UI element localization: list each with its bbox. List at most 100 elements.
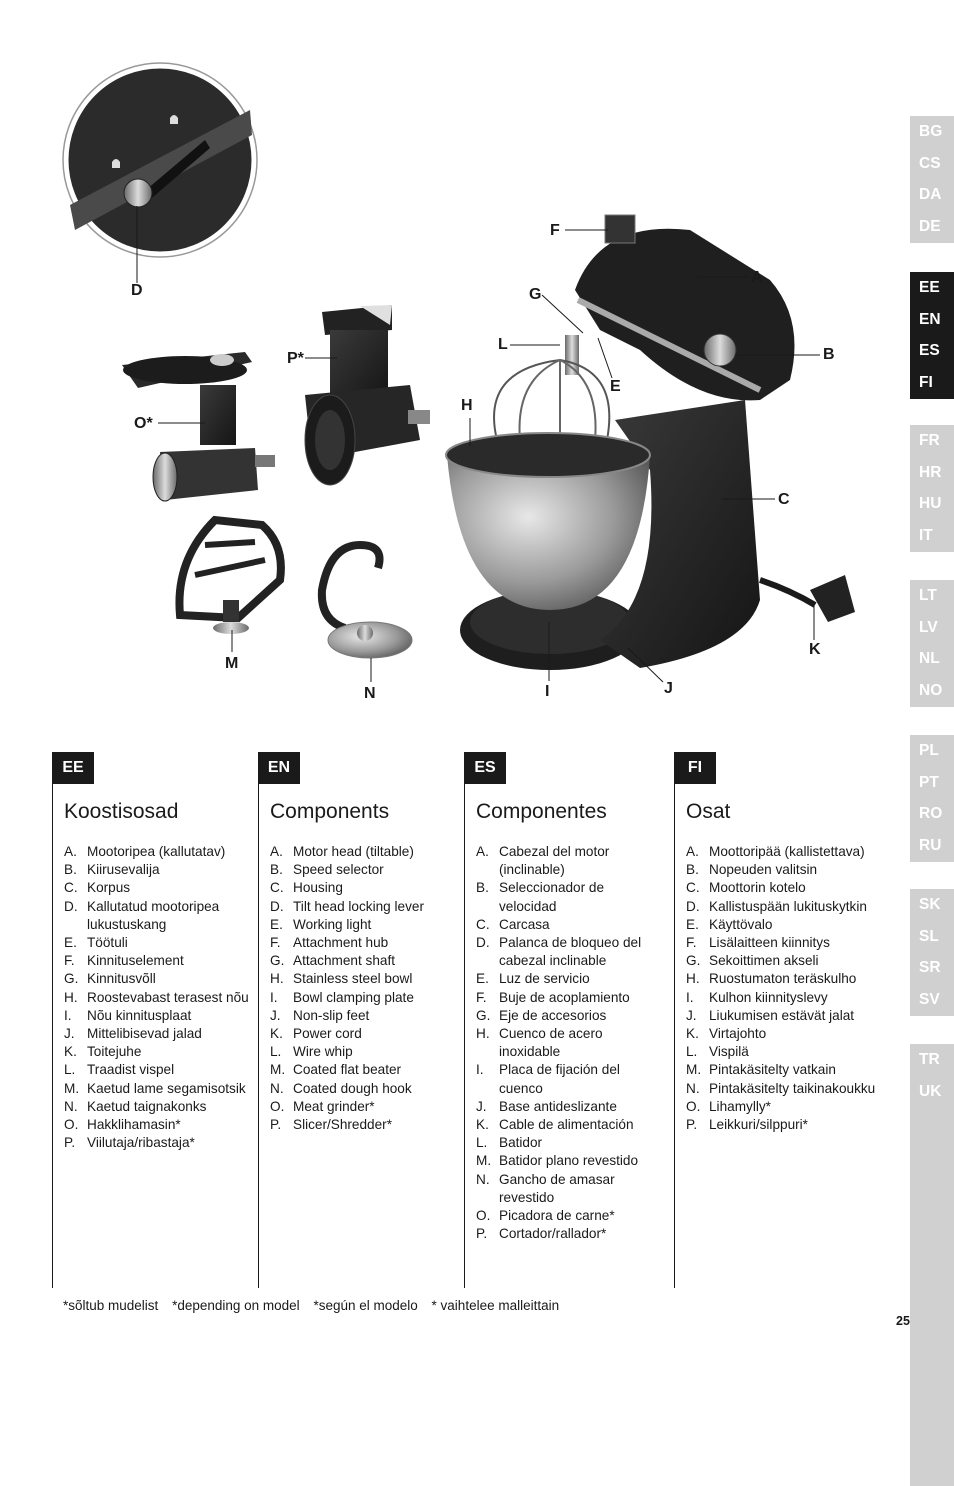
callout-g: G (529, 286, 542, 303)
callout-f: F (550, 222, 560, 239)
list-item: D.Palanca de bloqueo del cabezal inclina… (476, 935, 642, 969)
callout-m: M (225, 655, 239, 672)
product-illustration (62, 62, 855, 683)
list-item: O.Meat grinder* (270, 1098, 375, 1114)
sidebar-group-5: PL PT RO RU (910, 735, 954, 862)
footnote-es: *según el modelo (313, 1298, 418, 1313)
lang-tab-lv[interactable]: LV (919, 618, 938, 636)
lang-tab-da[interactable]: DA (919, 186, 942, 204)
list-item: H.Ruostumaton teräskulho (686, 971, 857, 987)
list-item: K.Virtajohto (686, 1026, 767, 1042)
list-item: G.Sekoittimen akseli (686, 953, 819, 969)
section-title-en: Components (270, 800, 390, 823)
footnote: *sõltub mudelist *depending on model *se… (63, 1298, 569, 1313)
sidebar-group-4: LT LV NL NO (910, 580, 954, 707)
lang-badge-fi: FI (674, 752, 716, 784)
list-item: F.Buje de acoplamiento (476, 989, 630, 1005)
list-item: P.Leikkuri/silppuri* (686, 1117, 808, 1133)
lang-tab-hr[interactable]: HR (919, 463, 942, 481)
list-item: E.Luz de servicio (476, 971, 590, 987)
lang-tab-no[interactable]: NO (919, 682, 943, 700)
tilt-lever-detail (62, 62, 258, 258)
list-item: H.Stainless steel bowl (270, 971, 413, 987)
lang-tab-hu[interactable]: HU (919, 495, 942, 513)
lang-tab-sv[interactable]: SV (919, 991, 940, 1009)
lang-badge-ee: EE (52, 752, 94, 784)
lang-badge-en: EN (258, 752, 300, 784)
footnote-fi: * vaihtelee malleittain (431, 1298, 560, 1313)
lang-tab-pt[interactable]: PT (919, 773, 939, 791)
section-title-ee: Koostisosad (64, 800, 179, 823)
list-item: D.Kallistuspään lukituskytkin (686, 898, 867, 914)
lang-tab-nl[interactable]: NL (919, 650, 940, 668)
list-item: E.Working light (270, 916, 372, 932)
lang-tab-sl[interactable]: SL (919, 927, 939, 945)
list-item: K.Toitejuhe (64, 1044, 142, 1060)
list-item: M.Coated flat beater (270, 1062, 402, 1078)
callout-c: C (778, 491, 790, 508)
callout-p: P* (287, 350, 304, 367)
lang-tab-fr[interactable]: FR (919, 432, 940, 449)
list-item: C.Korpus (64, 880, 131, 896)
callout-j: J (664, 680, 673, 697)
lang-tab-tr[interactable]: TR (919, 1051, 940, 1068)
lang-tab-sr[interactable]: SR (919, 959, 941, 977)
list-item: L.Wire whip (270, 1044, 353, 1060)
lang-tab-ro[interactable]: RO (919, 805, 943, 823)
callout-o: O* (134, 415, 153, 432)
lang-tab-bg[interactable]: BG (919, 123, 943, 140)
list-item: M.Batidor plano revestido (476, 1153, 639, 1169)
dough-hook-image (317, 540, 413, 659)
component-list-en: A.Motor head (tiltable) B.Speed selector… (270, 843, 460, 1134)
list-item: H.Roostevabast terasest nõu (64, 989, 249, 1005)
callout-a: A (751, 269, 763, 286)
lang-tab-pl[interactable]: PL (919, 742, 939, 759)
lang-tab-en[interactable]: EN (919, 310, 941, 328)
lang-tab-de[interactable]: DE (919, 218, 941, 236)
list-item: B.Nopeuden valitsin (686, 862, 818, 878)
lang-tab-fi[interactable]: FI (919, 374, 933, 392)
list-item: N.Gancho de amasar revestido (476, 1171, 615, 1205)
list-item: N.Kaetud taignakonks (64, 1098, 207, 1114)
list-item: I.Kulhon kiinnityslevy (686, 989, 828, 1005)
lang-tab-uk[interactable]: UK (919, 1082, 942, 1100)
list-item: F.Lisälaitteen kiinnitys (686, 935, 830, 951)
lang-tab-ru[interactable]: RU (919, 837, 942, 855)
list-item: E.Käyttövalo (686, 916, 773, 932)
lang-tab-ee[interactable]: EE (919, 279, 940, 296)
list-item: A.Moottoripää (kallistettava) (686, 844, 865, 859)
sidebar-group-1: BG CS DA DE (910, 116, 954, 243)
slicer-shredder-image (304, 305, 430, 486)
lang-tab-es[interactable]: ES (919, 342, 940, 360)
lang-tab-cs[interactable]: CS (919, 154, 941, 172)
list-item: P.Viilutaja/ribastaja* (64, 1135, 195, 1151)
list-item: D.Kallutatud mootoripea lukustuskang (64, 898, 220, 932)
lang-badge-es: ES (464, 752, 506, 784)
sidebar-group-2-active: EE EN ES FI (910, 272, 954, 399)
list-item: C.Moottorin kotelo (686, 880, 806, 896)
column-rule-es (464, 752, 465, 1288)
column-rule-fi (674, 752, 675, 1288)
lang-tab-lt[interactable]: LT (919, 587, 937, 604)
sidebar-group-7: TR UK (910, 1044, 954, 1486)
sidebar-group-6: SK SL SR SV (910, 889, 954, 1016)
lang-tab-it[interactable]: IT (919, 527, 933, 545)
lang-tab-sk[interactable]: SK (919, 896, 941, 913)
callout-e: E (610, 378, 621, 395)
list-item: I.Nõu kinnitusplaat (64, 1007, 192, 1023)
list-item: L.Batidor (476, 1135, 543, 1151)
component-list-fi: A.Moottoripää (kallistettava) B.Nopeuden… (686, 843, 886, 1134)
callout-b: B (823, 346, 835, 363)
component-list-ee: A.Mootoripea (kallutatav) B.Kiirusevalij… (64, 843, 254, 1152)
sidebar-group-3: FR HR HU IT (910, 425, 954, 552)
list-item: B.Kiirusevalija (64, 862, 160, 878)
flat-beater-image (175, 515, 285, 634)
list-item: I.Bowl clamping plate (270, 989, 414, 1005)
list-item: K.Cable de alimentación (476, 1117, 634, 1133)
list-item: C.Carcasa (476, 916, 550, 932)
list-item: F.Attachment hub (270, 935, 389, 951)
list-item: I.Placa de fijación del cuenco (476, 1062, 620, 1096)
callout-d: D (131, 282, 143, 299)
stand-mixer-image (445, 214, 855, 670)
list-item: N.Pintakäsitelty taikinakoukku (686, 1080, 876, 1096)
